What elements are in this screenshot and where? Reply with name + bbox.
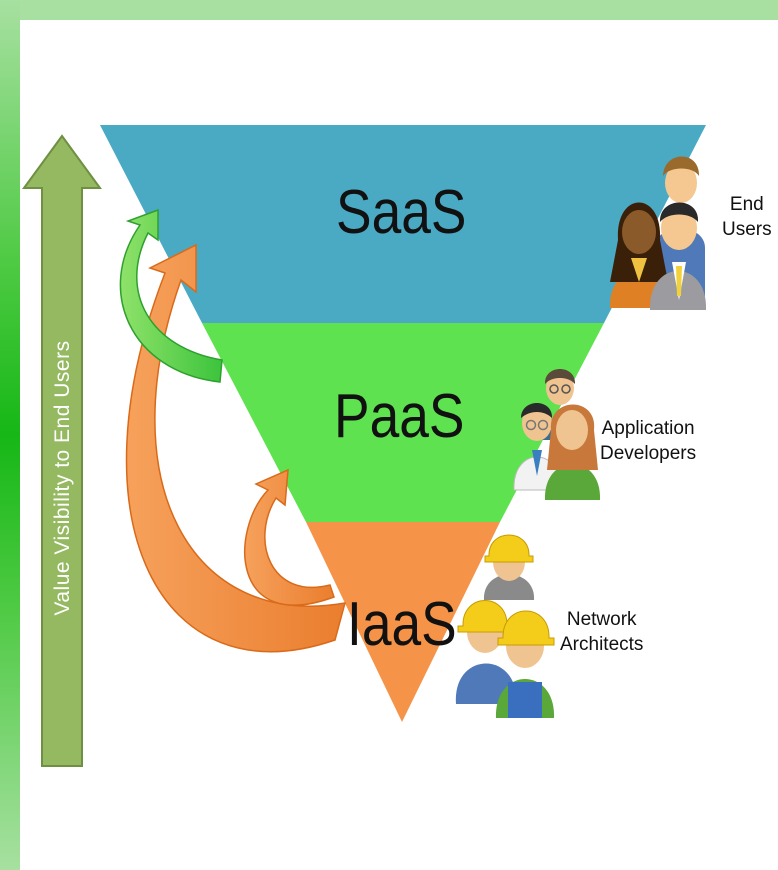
saas-label: SaaS: [336, 178, 467, 247]
application-developers-icon: [513, 369, 601, 500]
frame-top-border: [0, 0, 778, 20]
paas-tier: [202, 323, 604, 522]
app-devs-label-line1: Application: [601, 418, 695, 439]
net-arch-label-line2: Architects: [560, 633, 644, 655]
value-visibility-label: Value Visibility to End Users: [51, 340, 74, 616]
net-arch-label: Network Architects: [560, 608, 643, 657]
iaas-label: IaaS: [347, 590, 457, 659]
paas-label: PaaS: [334, 382, 465, 451]
network-architects-icon: [455, 534, 555, 718]
frame-left-border: [0, 0, 20, 870]
saas-tier: [100, 125, 706, 323]
end-users-icon: [609, 156, 707, 310]
iaas-tier: [306, 522, 500, 722]
iaas-to-paas-arrow: [244, 468, 335, 606]
end-users-label-line1: End: [729, 194, 764, 215]
iaas-to-saas-arrow: [125, 243, 347, 653]
app-devs-label-line2: Developers: [600, 442, 697, 464]
value-visibility-arrow: [22, 134, 102, 767]
net-arch-label-line1: Network: [566, 609, 637, 630]
end-users-label: End Users: [722, 193, 772, 242]
paas-to-saas-arrow: [119, 208, 223, 383]
end-users-label-line2: Users: [722, 218, 772, 240]
app-devs-label: Application Developers: [600, 417, 696, 466]
